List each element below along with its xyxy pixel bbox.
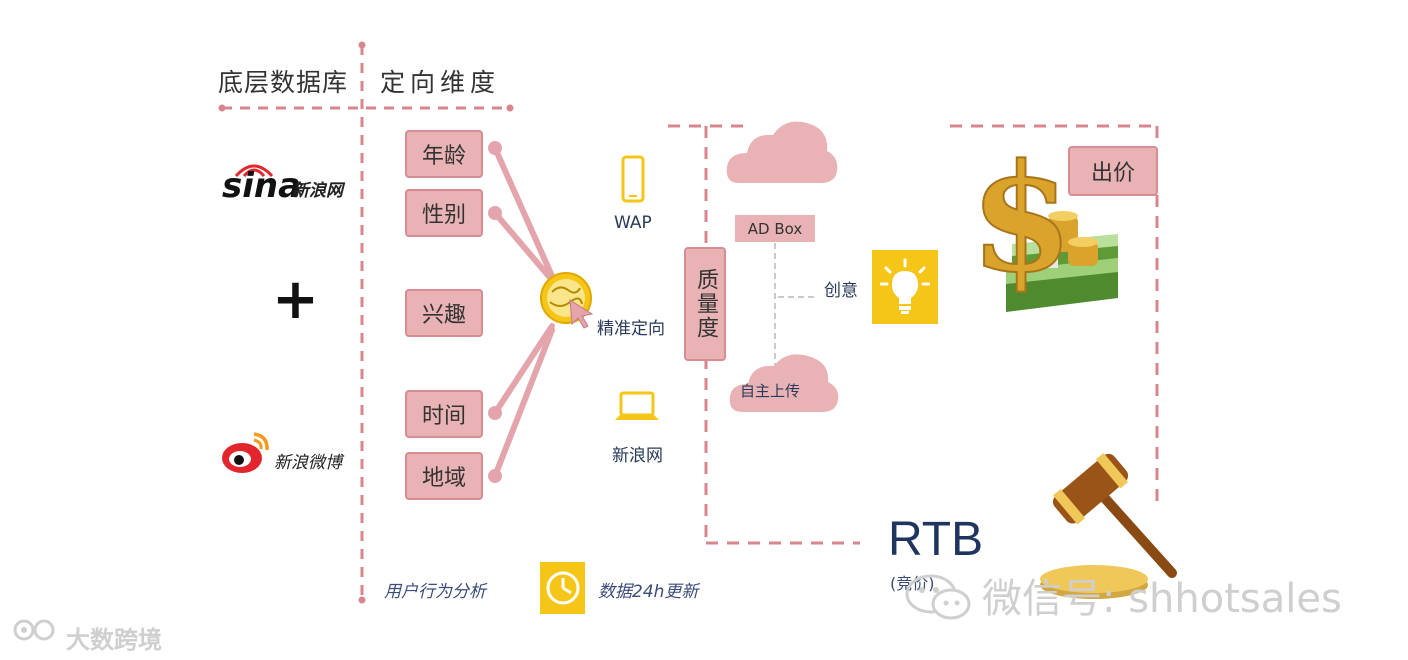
targeting-label: 精准定向 (597, 319, 665, 339)
data-update-label: 数据24h更新 (598, 582, 699, 602)
dollar-money-icon: $ (969, 150, 1118, 312)
ad-box: AD Box (735, 215, 815, 242)
sina-wordmark: sina (222, 166, 302, 206)
dimension-interest: 兴趣 (405, 289, 483, 337)
weibo-eye-icon (222, 432, 269, 473)
wechat-watermark: 微信号: shhotsales (982, 576, 1342, 622)
wap-label: WAP (614, 213, 652, 233)
dimension-time: 时间 (405, 390, 483, 438)
dimension-age: 年龄 (405, 130, 483, 178)
clock-icon (546, 571, 580, 605)
header-database: 底层数据库 (218, 68, 349, 97)
dimension-region: 地域 (405, 452, 483, 500)
gavel-icon (1040, 452, 1177, 599)
quality-label: 质量度 (693, 268, 718, 340)
upload-label: 自主上传 (740, 382, 801, 400)
wechat-icon (905, 574, 971, 620)
weibo-logo: 新浪微博 (220, 428, 360, 478)
creative-label: 创意 (824, 281, 858, 301)
clock-tile (540, 562, 585, 614)
brand-logo-icon (13, 619, 55, 641)
sina-logo: sina 新浪网 (222, 160, 352, 208)
header-targeting-dimensions: 定向维度 (380, 68, 501, 97)
bid-box: 出价 (1068, 146, 1158, 196)
user-behavior-label: 用户行为分析 (384, 582, 486, 602)
cloud-icon (729, 354, 839, 412)
brand-watermark: 大数跨境 (66, 626, 162, 654)
dimension-gender: 性别 (405, 189, 483, 237)
weibo-name: 新浪微博 (274, 453, 342, 473)
sina-name: 新浪网 (292, 181, 343, 201)
rtb-label: RTB (888, 513, 984, 566)
plus-sign: + (272, 267, 319, 332)
cloud-icon (726, 121, 838, 183)
lightbulb-icon (880, 258, 930, 314)
lightbulb-tile (872, 250, 938, 324)
sina-eye-icon (234, 164, 274, 178)
globe-target-icon (540, 272, 594, 329)
svg-text:$: $ (970, 150, 1073, 305)
quality-box: 质量度 (684, 247, 726, 361)
pc-label: 新浪网 (612, 446, 663, 466)
laptop-icon (615, 391, 659, 420)
mobile-phone-icon (621, 155, 645, 203)
